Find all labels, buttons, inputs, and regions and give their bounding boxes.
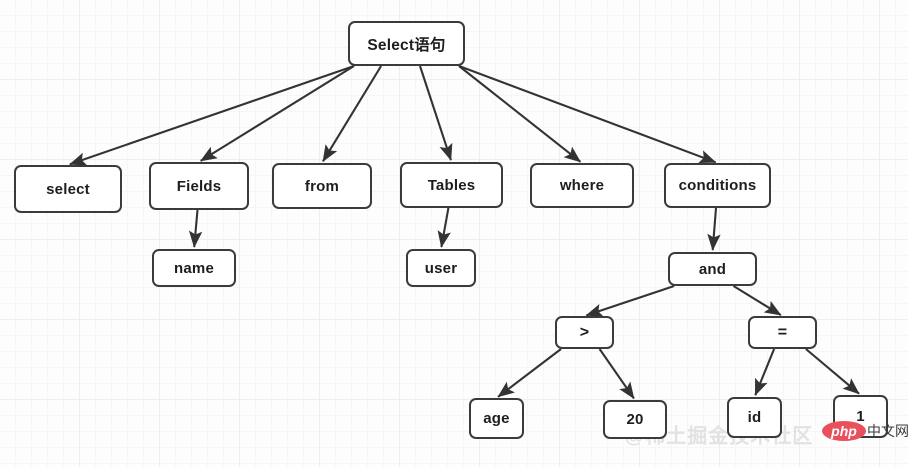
node-conditions[interactable]: conditions xyxy=(664,163,771,208)
node-gt[interactable]: > xyxy=(555,316,614,349)
edge-root-to-from xyxy=(322,65,382,163)
node-age[interactable]: age xyxy=(469,398,524,439)
node-root[interactable]: Select语句 xyxy=(348,21,465,66)
edge-root-to-conditions xyxy=(458,65,717,164)
node-fields[interactable]: Fields xyxy=(149,162,249,210)
node-select[interactable]: select xyxy=(14,165,122,213)
node-user[interactable]: user xyxy=(406,249,476,287)
edge-gt-to-age xyxy=(497,348,562,398)
edge-root-to-where xyxy=(458,65,582,163)
node-where[interactable]: where xyxy=(530,163,634,208)
edge-eq-to-one xyxy=(805,348,860,395)
node-from[interactable]: from xyxy=(272,163,372,209)
edge-gt-to-twenty xyxy=(598,348,635,400)
php-logo-badge: php xyxy=(822,421,866,441)
edge-tables-to-user xyxy=(437,207,451,248)
php-watermark: php 中文网 xyxy=(822,421,908,441)
edge-eq-to-id xyxy=(754,348,776,396)
edge-root-to-fields xyxy=(199,65,355,162)
edge-fields-to-name xyxy=(188,209,203,248)
node-tables[interactable]: Tables xyxy=(400,162,503,208)
node-id[interactable]: id xyxy=(727,397,782,438)
node-eq[interactable]: = xyxy=(748,316,817,349)
php-logo-suffix: 中文网 xyxy=(867,423,908,439)
edge-conditions-to-and xyxy=(707,207,721,251)
node-name[interactable]: name xyxy=(152,249,236,287)
edge-root-to-tables xyxy=(419,65,453,161)
edge-and-to-eq xyxy=(732,285,782,316)
edge-and-to-gt xyxy=(585,285,675,317)
node-and[interactable]: and xyxy=(668,252,757,286)
edge-root-to-select xyxy=(69,65,355,166)
node-twenty[interactable]: 20 xyxy=(603,400,667,439)
